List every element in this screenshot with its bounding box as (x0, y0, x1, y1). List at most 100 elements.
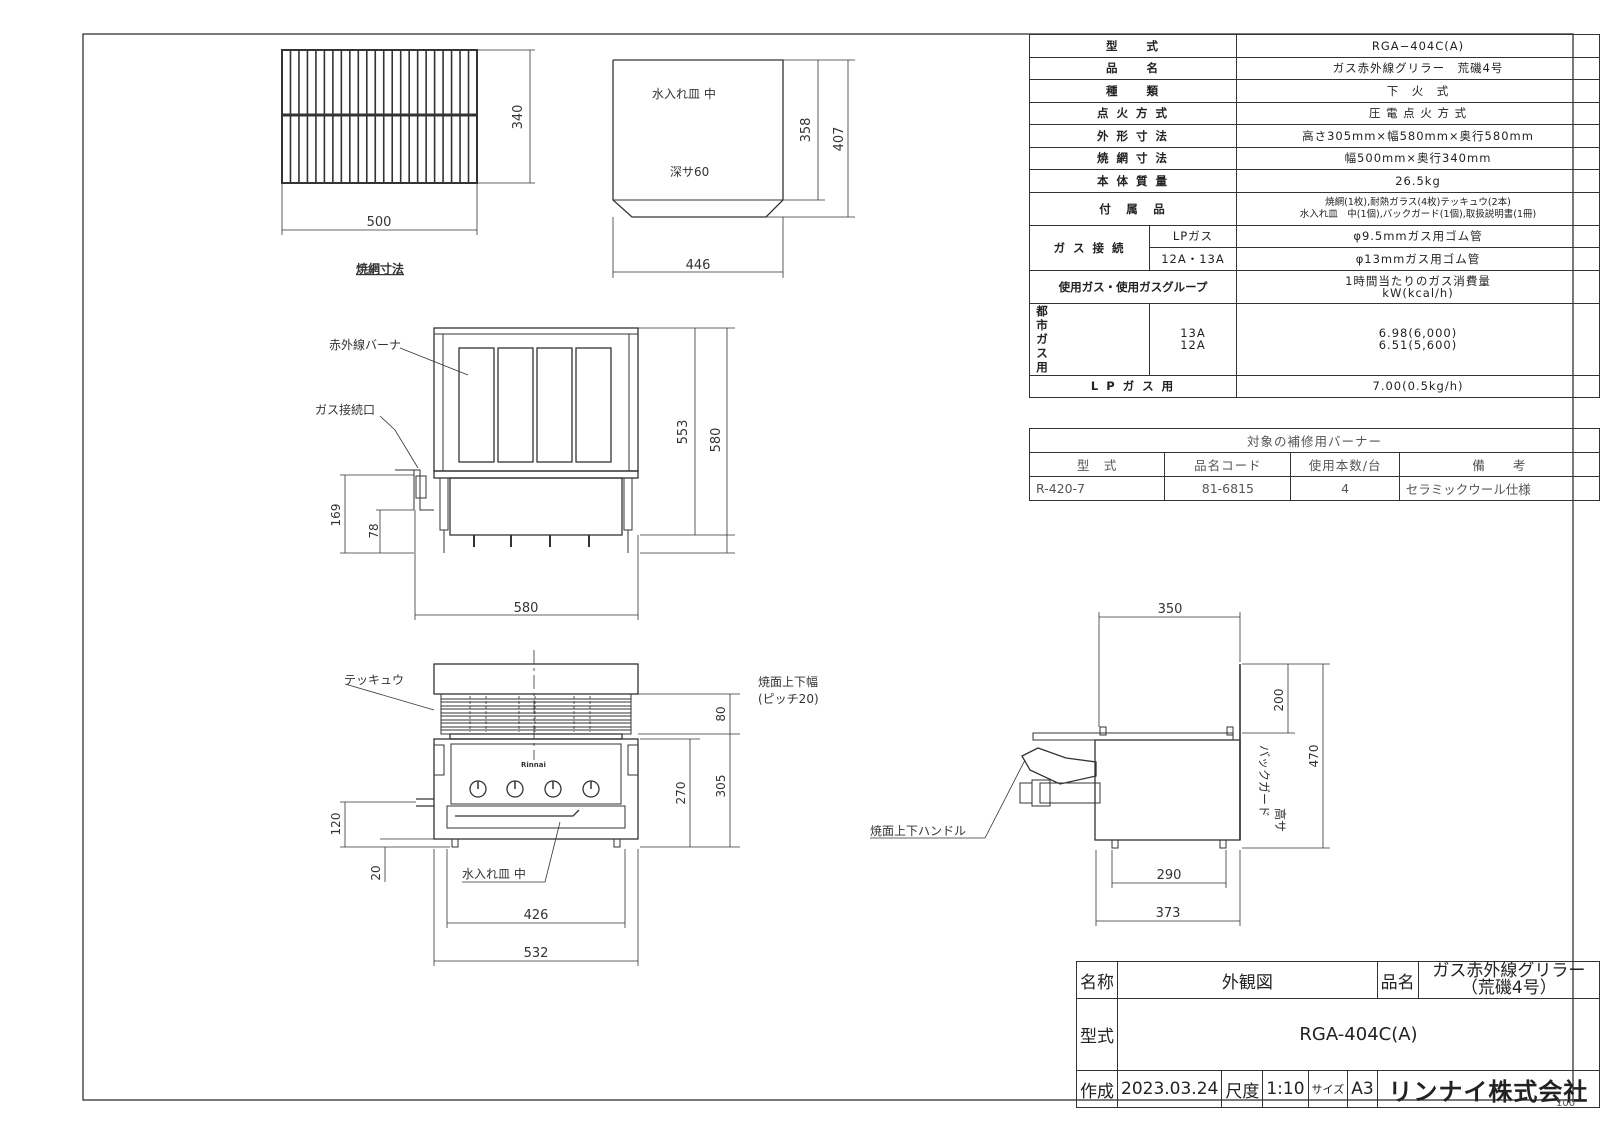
lp-gas-value: φ9.5mmガス用ゴム管 (1236, 224, 1600, 248)
water-tray-depth: 深サ60 (670, 165, 709, 179)
tekkyu-tube (440, 705, 632, 710)
dim-tray-inner: 358 (799, 118, 814, 143)
dim-front-120: 120 (329, 813, 343, 836)
gas-consumption-header: 1時間当たりのガス消費量 kW(kcal/h) (1236, 269, 1600, 304)
accessories-value: 焼網(1枚),耐熱ガラス(4枚)テッキュウ(2本) 水入れ皿 中(1個),バック… (1236, 191, 1600, 226)
dim-front-270: 270 (674, 782, 688, 805)
dim-front-20: 20 (369, 865, 383, 880)
spec-label: 品 名 (1029, 56, 1237, 80)
front-view: Rinnai テッキュウ 焼面上下幅 (ピッチ20) 80 270 305 12… (329, 650, 819, 966)
dim-front-426: 426 (524, 908, 549, 923)
size-value: A3 (1347, 1070, 1378, 1108)
grill-net-view: 340 500 焼網寸法 (281, 49, 535, 276)
repair-burner-header: 備 考 (1398, 452, 1600, 477)
created-label: 作成 (1076, 1070, 1118, 1108)
dim-tray-width: 446 (686, 258, 711, 273)
accessories-line-2: 水入れ皿 中(1個),バックガード(1個),取扱説明書(1冊) (1299, 208, 1537, 220)
dim-side-470: 470 (1307, 745, 1321, 768)
spec-value: 26.5kg (1236, 169, 1600, 193)
lp-use-label: L P ガ ス 用 (1029, 374, 1237, 398)
label-adjust-width: 焼面上下幅 (758, 674, 818, 689)
dim-front-532: 532 (524, 946, 549, 961)
repair-burner-cell: セラミックウール仕様 (1398, 476, 1600, 501)
water-tray-view: 水入れ皿 中 深サ60 358 407 446 (612, 59, 855, 278)
dim-top-580: 580 (709, 428, 724, 453)
city-13a: 13A (1180, 326, 1206, 340)
label-water-tray-front: 水入れ皿 中 (462, 866, 526, 881)
label-gas-inlet: ガス接続口 (315, 402, 375, 417)
repair-burner-header: 型 式 (1028, 452, 1166, 477)
water-tray-title: 水入れ皿 中 (652, 86, 716, 101)
consumption-line-2: kW(kcal/h) (1382, 285, 1454, 300)
city-gas-label: 12A・13A (1149, 247, 1237, 271)
scale-value: 1:10 (1262, 1070, 1309, 1108)
repair-burner-cell: R-420-7 (1028, 476, 1166, 501)
tekkyu-tube (440, 726, 632, 731)
product-label: 品名 (1376, 961, 1419, 999)
side-view: 焼面上下ハンドル 350 200 470 バックガード 高サ 290 373 (870, 602, 1330, 926)
label-tekkyu: テッキュウ (344, 673, 404, 687)
spec-value: ガス赤外線グリラー 荒磯4号 (1236, 56, 1600, 80)
city-gas-use-char: 市 (1036, 318, 1048, 332)
consumption-line-1: 1時間当たりのガス消費量 (1345, 273, 1491, 288)
repair-burner-cell: 4 (1290, 476, 1400, 501)
dim-front-305: 305 (714, 775, 728, 798)
corner-note: 100 (1556, 1098, 1576, 1109)
city-gas-use-label: 都市ガス用 (1029, 302, 1150, 376)
repair-burner-title: 対象の補修用バーナー (1029, 428, 1600, 453)
spec-label: 点 火 方 式 (1029, 101, 1237, 125)
name-label: 名称 (1076, 961, 1118, 999)
spec-value: 幅500mm×奥行340mm (1236, 146, 1600, 170)
city-gas-values: 6.98(6,000) 6.51(5,600) (1236, 302, 1600, 376)
accessories-line-1: 焼網(1枚),耐熱ガラス(4枚)テッキュウ(2本) (1325, 196, 1511, 208)
dim-side-200: 200 (1272, 689, 1286, 712)
lp-use-value: 7.00(0.5kg/h) (1236, 374, 1600, 398)
spec-value: 下 火 式 (1236, 79, 1600, 103)
grill-net-caption: 焼網寸法 (356, 261, 404, 276)
size-label: サイズ (1307, 1070, 1349, 1108)
spec-label: 外 形 寸 法 (1029, 124, 1237, 148)
label-backguard: バックガード (1257, 745, 1271, 817)
city-gas-value: φ13mmガス用ゴム管 (1236, 247, 1600, 271)
dim-top-553: 553 (676, 420, 691, 445)
dim-top-width: 580 (514, 601, 539, 616)
scale-label: 尺度 (1221, 1070, 1264, 1108)
brand-logo: Rinnai (521, 761, 546, 769)
top-view: 赤外線バーナ ガス接続口 553 580 580 169 78 (315, 327, 735, 620)
spec-label: 焼 網 寸 法 (1029, 146, 1237, 170)
gas-connection-label: ガ ス 接 続 (1029, 224, 1150, 271)
tekkyu-tube (440, 719, 632, 724)
spec-label: 本 体 質 量 (1029, 169, 1237, 193)
city-gas-types: 13A 12A (1149, 302, 1237, 376)
gas-group-label: 使用ガス・使用ガスグループ (1029, 269, 1237, 304)
dim-front-80: 80 (714, 706, 728, 721)
dim-gas-78: 78 (367, 523, 381, 538)
label-handle: 焼面上下ハンドル (870, 824, 966, 838)
city-gas-use-char: 用 (1036, 360, 1048, 374)
dim-side-373: 373 (1156, 906, 1181, 921)
city-gas-use-char: 都 (1036, 304, 1048, 318)
maker-name: リンナイ株式会社 (1376, 1070, 1600, 1108)
repair-burner-cell: 81-6815 (1164, 476, 1292, 501)
label-backguard-height: 高サ (1273, 808, 1288, 832)
spec-value: RGA−404C(A) (1236, 34, 1600, 58)
accessories-label: 付 属 品 (1029, 191, 1237, 226)
repair-burner-header: 使用本数/台 (1290, 452, 1400, 477)
value-13a: 6.98(6,000) (1378, 326, 1458, 340)
dim-side-350: 350 (1158, 602, 1183, 617)
product-line-2: （荒磯4号） (1460, 978, 1557, 998)
label-pitch: (ピッチ20) (758, 692, 819, 706)
name-value: 外観図 (1117, 961, 1378, 999)
spec-label: 型 式 (1029, 34, 1237, 58)
label-burner: 赤外線バーナ (329, 337, 401, 352)
sheet-border (82, 33, 1574, 1101)
lp-gas-label: LPガス (1149, 224, 1237, 248)
city-gas-use-char: ガ (1036, 332, 1048, 346)
created-value: 2023.03.24 (1116, 1070, 1223, 1108)
tekkyu-tube (440, 698, 632, 703)
dim-gas-169: 169 (329, 504, 343, 527)
dim-net-depth: 340 (511, 105, 526, 130)
model-value: RGA-404C(A) (1117, 998, 1600, 1071)
